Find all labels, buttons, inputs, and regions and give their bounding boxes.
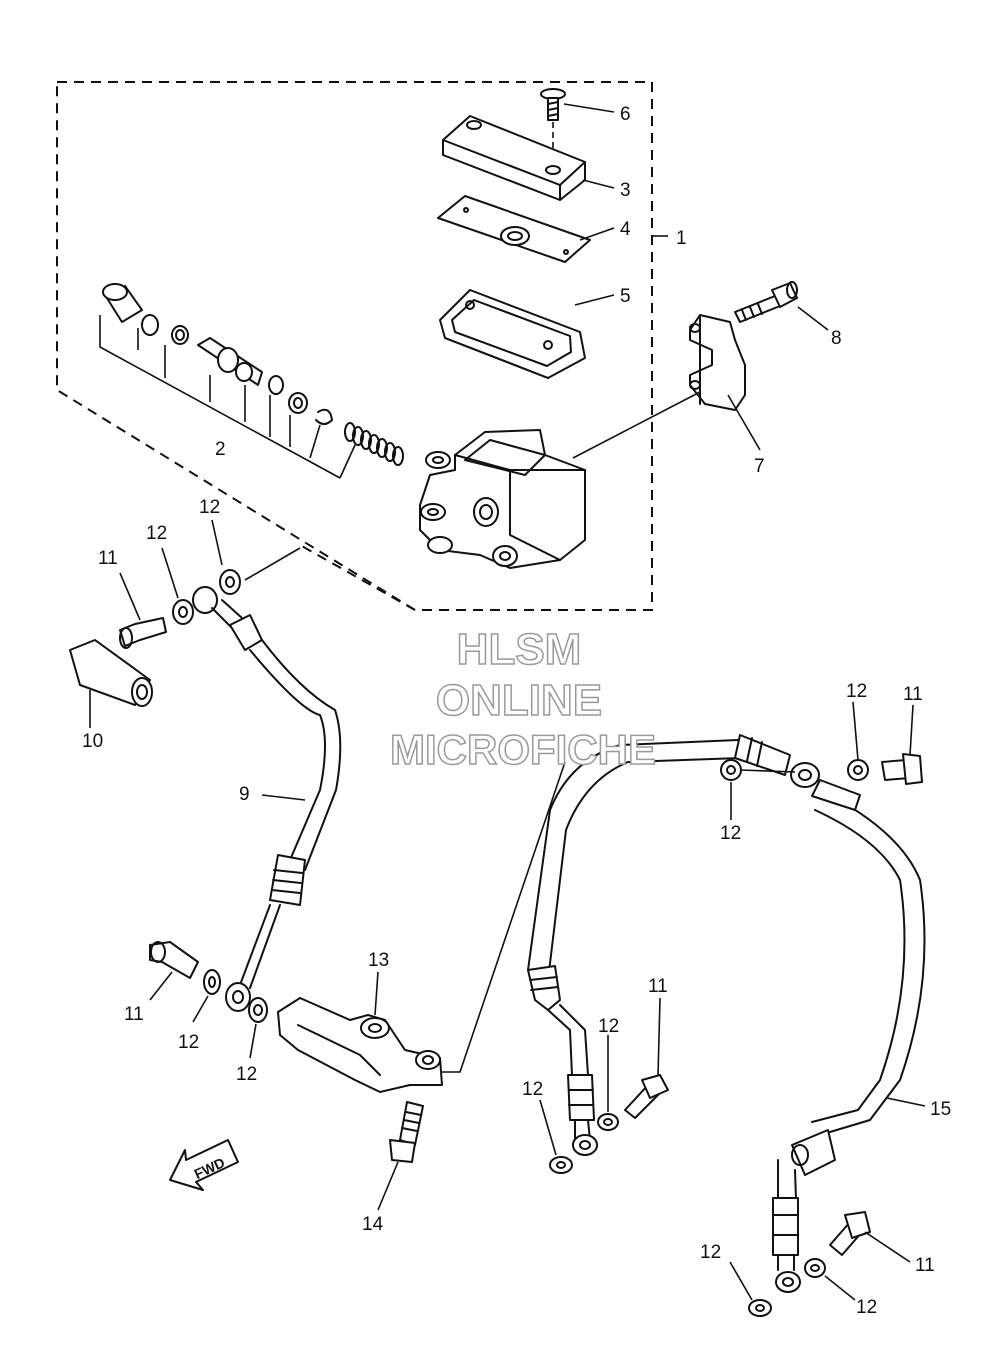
master-cylinder-body (419, 429, 586, 569)
callout-12-d: 12 (236, 1064, 257, 1085)
callout-labels: 1 2 3 4 5 6 7 8 9 10 11 11 11 11 11 12 1… (82, 104, 951, 1318)
callout-8: 8 (831, 328, 842, 349)
callout-10: 10 (82, 731, 103, 752)
callout-15: 15 (930, 1099, 951, 1120)
lower-banjo-bolt (829, 1211, 871, 1256)
callout-11-right-bottom: 11 (915, 1255, 935, 1276)
callout-12-e: 12 (846, 681, 867, 702)
piston-kit (99, 283, 404, 479)
upper-washer-2 (219, 569, 241, 595)
lower-washer-2 (748, 1299, 772, 1317)
callout-14: 14 (362, 1214, 384, 1235)
callout-4: 4 (620, 219, 631, 240)
handlebar-clamp (689, 314, 746, 411)
callout-6: 6 (620, 104, 631, 125)
callout-7: 7 (754, 456, 765, 477)
callout-3: 3 (620, 180, 631, 201)
left-washer-2 (248, 997, 268, 1023)
diaphragm-plate (437, 195, 591, 263)
boundary-extension (299, 544, 416, 611)
watermark: HLSM ONLINE MICROFICHE (389, 624, 657, 774)
callout-12-c: 12 (178, 1032, 199, 1053)
callout-11-mid: 11 (648, 976, 668, 997)
upper-banjo-bolt (119, 617, 167, 649)
right-washer-top-2 (847, 759, 869, 781)
left-washer-1 (203, 969, 221, 995)
mid-washer-1 (597, 1113, 619, 1131)
callout-2: 2 (215, 439, 226, 460)
callout-12-i: 12 (700, 1242, 721, 1263)
rubber-cap (69, 639, 153, 707)
callout-11-upper: 11 (98, 548, 118, 569)
watermark-line-2: ONLINE (436, 676, 602, 725)
callout-12-a: 12 (146, 523, 167, 544)
callout-12-h: 12 (522, 1079, 543, 1100)
callout-11-left: 11 (124, 1004, 144, 1025)
brake-hose-lower (527, 734, 926, 1293)
callout-12-j: 12 (856, 1297, 877, 1318)
callout-1: 1 (676, 228, 687, 249)
watermark-line-3: MICROFICHE (390, 726, 656, 773)
joint-bolt (389, 1101, 424, 1163)
callout-13: 13 (368, 950, 389, 971)
clamp-bolt (734, 281, 798, 323)
reservoir-gasket (439, 289, 586, 379)
callout-12-b: 12 (199, 497, 220, 518)
mid-washer-2 (549, 1156, 573, 1174)
forward-arrow-icon: FWD (169, 1139, 239, 1191)
callout-11-right-top: 11 (903, 684, 923, 705)
assembly-boundary (56, 81, 653, 611)
upper-washer-1 (172, 599, 194, 625)
callout-12-g: 12 (598, 1016, 619, 1037)
right-banjo-bolt-top (881, 753, 923, 785)
callout-12-f: 12 (720, 823, 741, 844)
mid-banjo-bolt (624, 1074, 669, 1119)
lower-washer-1 (804, 1258, 826, 1278)
brake-hose-upper (192, 586, 342, 1012)
reservoir-cap (442, 115, 586, 201)
hose-joint (277, 997, 443, 1093)
reservoir-cap-screw (540, 88, 566, 168)
left-banjo-bolt (149, 941, 199, 979)
right-washer-top-1 (720, 759, 742, 781)
callout-9: 9 (239, 784, 250, 805)
watermark-line-1: HLSM (457, 625, 582, 674)
callout-5: 5 (620, 286, 631, 307)
leader-lines (89, 103, 926, 1301)
